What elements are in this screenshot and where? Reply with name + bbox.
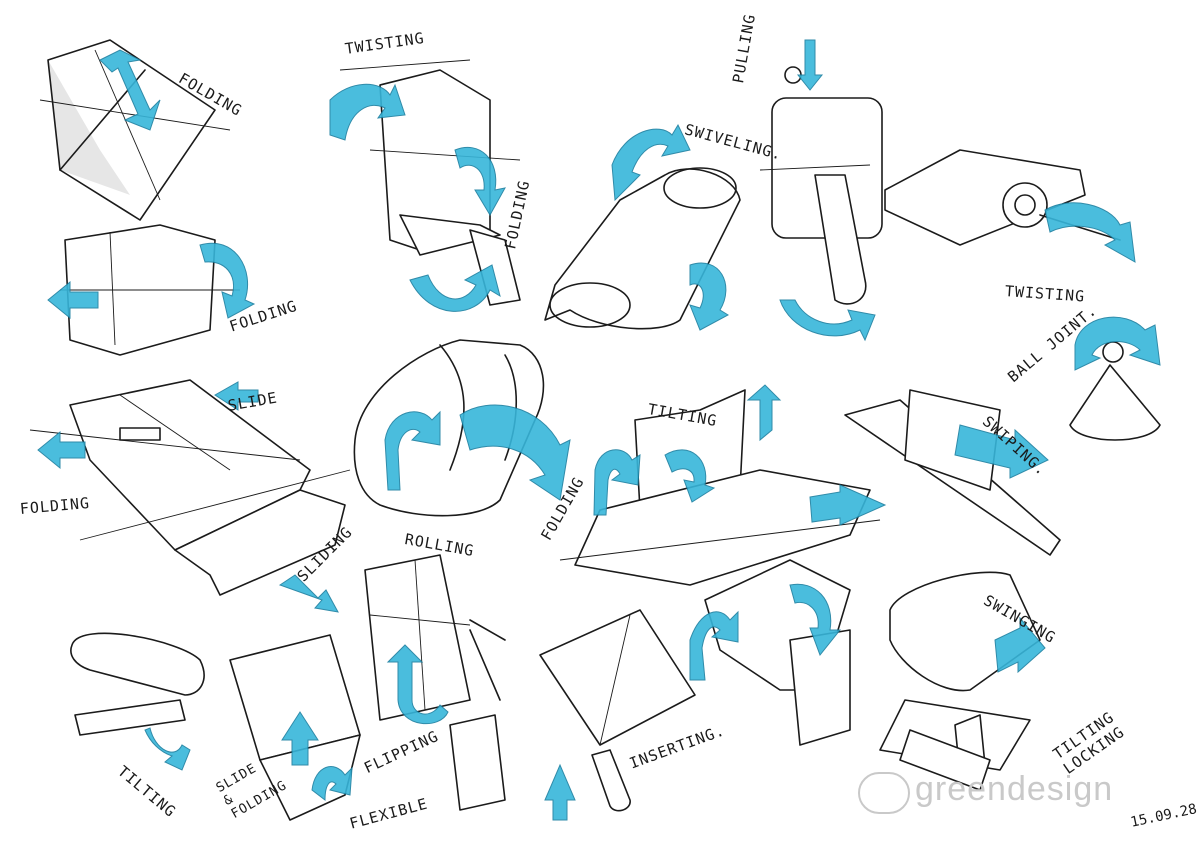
wechat-icon xyxy=(858,772,910,814)
slide-sketch xyxy=(29,379,351,613)
inserting-sketch xyxy=(539,609,696,821)
swiveling-sketch xyxy=(544,123,741,331)
tilting-sketch-center xyxy=(559,384,887,586)
slide-folding-sketch xyxy=(229,634,361,821)
folding-sketch-mid xyxy=(47,224,256,356)
tilting-locking-sketch xyxy=(879,699,1031,791)
swinging-sketch xyxy=(889,571,1046,692)
watermark-text: greendesign xyxy=(915,770,1114,808)
tilting-frame-sketch xyxy=(689,559,851,746)
pulling-sketch xyxy=(759,39,883,342)
twisting-sketch-hinge xyxy=(884,149,1136,263)
flipping-sketch xyxy=(364,554,506,811)
swiping-sketch xyxy=(844,389,1061,556)
ball-joint-sketch xyxy=(1069,316,1161,441)
folding-sketch-top-left xyxy=(39,39,231,221)
rolling-sketch xyxy=(353,339,571,517)
tilting-sketch-bottom-left xyxy=(70,632,205,771)
twisting-sketch-top xyxy=(329,59,521,312)
